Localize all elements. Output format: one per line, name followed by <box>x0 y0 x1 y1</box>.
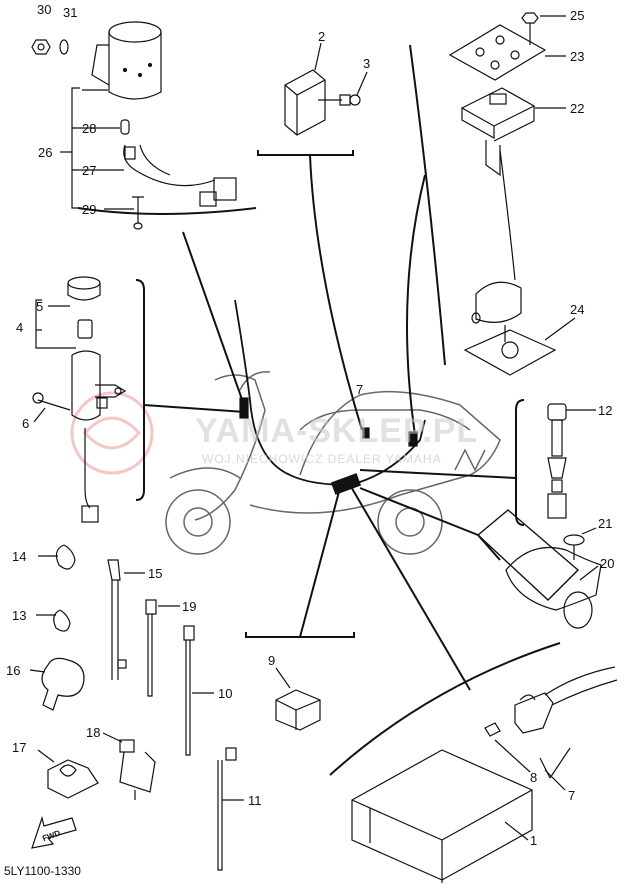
callout-11: 11 <box>248 793 262 808</box>
cdi-unit-1 <box>351 749 533 888</box>
harness-clip-top <box>408 431 418 447</box>
callout-14: 14 <box>12 549 26 564</box>
clip-18 <box>119 739 156 800</box>
callout-8: 8 <box>530 770 537 785</box>
fuse-box-9 <box>275 689 321 731</box>
watermark-logo <box>70 391 154 475</box>
group-bracket-main-switch <box>135 279 246 501</box>
group-bracket-fuel-sender <box>406 44 446 436</box>
clamp-17 <box>47 759 99 799</box>
harness-clip-mid <box>362 427 370 439</box>
callout-25: 25 <box>570 8 584 23</box>
callout-31: 31 <box>63 5 77 20</box>
wire-harness <box>234 299 426 486</box>
callout-20: 20 <box>600 556 614 571</box>
callout-17: 17 <box>12 740 26 755</box>
fwd-label: FWD <box>41 828 61 843</box>
holder-16 <box>41 657 85 711</box>
callout-2: 2 <box>318 29 325 44</box>
fwd-arrow-icon <box>31 815 77 849</box>
tie-11 <box>217 747 237 871</box>
callout-22: 22 <box>570 101 584 116</box>
callout-18: 18 <box>86 725 100 740</box>
group-bracket-starter-relay <box>359 487 580 601</box>
callout-29: 29 <box>82 202 96 217</box>
callout-3: 3 <box>363 56 370 71</box>
callout-28: 28 <box>82 121 96 136</box>
group-bracket-cdi <box>329 484 561 776</box>
watermark-subtitle: WOJ.NIECHOWICZ DEALER YAMAHA <box>202 452 442 466</box>
callout-10: 10 <box>218 686 232 701</box>
part-code: 5LY1100-1330 <box>4 864 81 878</box>
group-bracket-relay <box>257 150 363 431</box>
callout-9: 9 <box>268 653 275 668</box>
callout-24: 24 <box>570 302 584 317</box>
callout-23: 23 <box>570 49 584 64</box>
callout-16: 16 <box>6 663 20 678</box>
callout-19: 19 <box>182 599 196 614</box>
tie-10 <box>183 625 195 756</box>
speedometer-unit <box>91 21 162 100</box>
callout-7-top: 7 <box>356 382 363 397</box>
group-bracket-fuse <box>245 487 355 638</box>
thermo-unit <box>547 403 567 519</box>
coupler-7-8 <box>484 666 618 737</box>
callout-12: 12 <box>598 403 612 418</box>
watermark-title: YAMA-SKLEP.PL <box>195 412 479 450</box>
callout-13: 13 <box>12 608 26 623</box>
clamp-13 <box>53 609 71 632</box>
callout-30: 30 <box>37 2 51 17</box>
callout-26: 26 <box>38 145 52 160</box>
callout-15: 15 <box>148 566 162 581</box>
bracket-26 <box>71 87 80 209</box>
meter-harness <box>120 119 237 230</box>
callout-1: 1 <box>530 833 537 848</box>
main-switch-assembly <box>32 276 127 523</box>
clamp-14 <box>55 544 76 570</box>
callout-4: 4 <box>16 320 23 335</box>
relay-unit <box>284 69 361 136</box>
tie-19 <box>145 599 157 697</box>
callout-6: 6 <box>22 416 29 431</box>
fuel-sender-assembly <box>448 12 557 376</box>
scooter-outline <box>165 371 501 555</box>
nut-washer <box>31 39 69 55</box>
harness-connector <box>330 473 362 495</box>
group-bracket-thermo <box>359 399 525 526</box>
callout-5: 5 <box>36 299 43 314</box>
band-15 <box>107 559 127 680</box>
callout-21: 21 <box>598 516 612 531</box>
callout-27: 27 <box>82 163 96 178</box>
starter-relay <box>505 534 602 629</box>
group-bracket-meter <box>77 207 257 409</box>
callout-7-bottom: 7 <box>568 788 575 803</box>
